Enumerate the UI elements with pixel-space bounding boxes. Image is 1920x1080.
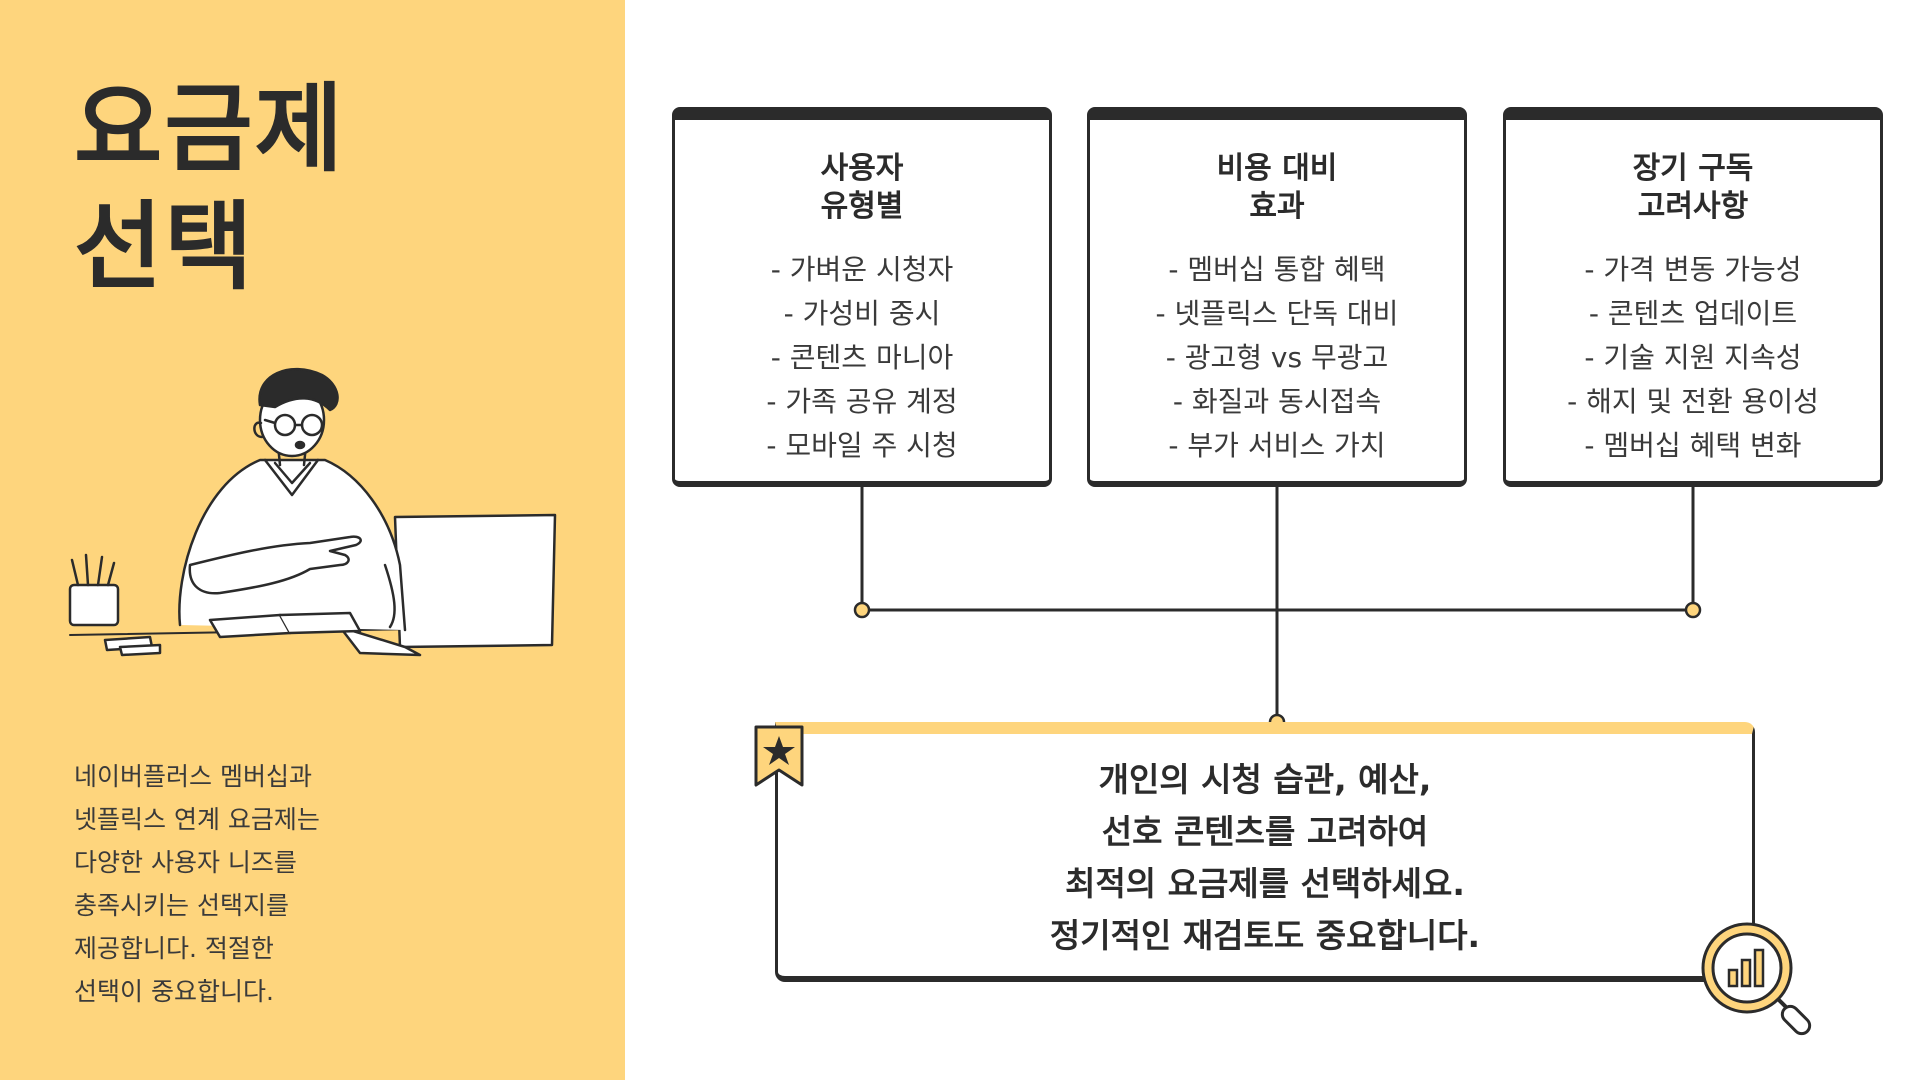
- card-item: - 부가 서비스 가치: [1168, 429, 1386, 462]
- star-bookmark-icon: [754, 725, 804, 787]
- description-line: 선택이 중요합니다.: [74, 977, 274, 1006]
- card-title-line: 고려사항: [1637, 189, 1749, 224]
- card-item: - 광고형 vs 무광고: [1165, 341, 1389, 374]
- summary-line: 최적의 요금제를 선택하세요.: [1065, 864, 1465, 903]
- card-title-line: 유형별: [820, 189, 904, 224]
- card-item: - 화질과 동시접속: [1172, 385, 1382, 418]
- description: 네이버플러스 멤버십과 넷플릭스 연계 요금제는 다양한 사용자 니즈를 충족시…: [74, 755, 454, 1013]
- card-title-line: 장기 구독: [1632, 151, 1754, 186]
- card-item: - 넷플릭스 단독 대비: [1155, 297, 1399, 330]
- card-item: - 콘텐츠 업데이트: [1588, 297, 1798, 330]
- card-item: - 가벼운 시청자: [770, 253, 954, 286]
- card-item-list: - 가격 변동 가능성 - 콘텐츠 업데이트 - 기술 지원 지속성 - 해지 …: [1506, 248, 1880, 468]
- card-title-line: 효과: [1249, 189, 1305, 224]
- card-title-line: 비용 대비: [1216, 151, 1338, 186]
- left-panel: 요금제 선택: [0, 0, 625, 1080]
- card-item: - 모바일 주 시청: [766, 429, 958, 462]
- description-line: 제공합니다. 적절한: [74, 934, 274, 963]
- card-item: - 해지 및 전환 용이성: [1567, 385, 1819, 418]
- man-at-laptop-illustration: [68, 367, 557, 657]
- connector-node: [853, 601, 871, 619]
- summary-text: 개인의 시청 습관, 예산, 선호 콘텐츠를 고려하여 최적의 요금제를 선택하…: [778, 754, 1752, 962]
- card-title-line: 사용자: [820, 151, 904, 186]
- card-item-list: - 가벼운 시청자 - 가성비 중시 - 콘텐츠 마니아 - 가족 공유 계정 …: [675, 248, 1049, 468]
- summary-line: 정기적인 재검토도 중요합니다.: [1049, 916, 1481, 955]
- card-item: - 기술 지원 지속성: [1584, 341, 1802, 374]
- card-item: - 가격 변동 가능성: [1584, 253, 1802, 286]
- card-item: - 가족 공유 계정: [766, 385, 958, 418]
- card-item: - 멤버십 혜택 변화: [1584, 429, 1802, 462]
- card-title: 사용자 유형별: [675, 150, 1049, 226]
- description-line: 충족시키는 선택지를: [74, 891, 289, 920]
- description-line: 네이버플러스 멤버십과: [74, 762, 312, 791]
- chart-magnifier-icon: [1701, 922, 1812, 1036]
- card-cost-effectiveness: 비용 대비 효과 - 멤버십 통합 혜택 - 넷플릭스 단독 대비 - 광고형 …: [1087, 107, 1467, 487]
- card-user-type: 사용자 유형별 - 가벼운 시청자 - 가성비 중시 - 콘텐츠 마니아 - 가…: [672, 107, 1052, 487]
- description-line: 다양한 사용자 니즈를: [74, 848, 297, 877]
- summary-line: 선호 콘텐츠를 고려하여: [1101, 812, 1429, 851]
- card-item: - 콘텐츠 마니아: [770, 341, 954, 374]
- page-title-line: 요금제: [74, 73, 345, 185]
- card-item: - 멤버십 통합 혜택: [1168, 253, 1386, 286]
- card-title: 장기 구독 고려사항: [1506, 150, 1880, 226]
- card-title: 비용 대비 효과: [1090, 150, 1464, 226]
- card-long-term: 장기 구독 고려사항 - 가격 변동 가능성 - 콘텐츠 업데이트 - 기술 지…: [1503, 107, 1883, 487]
- description-line: 넷플릭스 연계 요금제는: [74, 805, 320, 834]
- card-item: - 가성비 중시: [783, 297, 941, 330]
- card-item-list: - 멤버십 통합 혜택 - 넷플릭스 단독 대비 - 광고형 vs 무광고 - …: [1090, 248, 1464, 468]
- summary-line: 개인의 시청 습관, 예산,: [1098, 760, 1432, 799]
- page-title-line: 선택: [74, 191, 255, 303]
- connector-node: [1684, 601, 1702, 619]
- page-title: 요금제 선택: [74, 70, 554, 306]
- summary-box: 개인의 시청 습관, 예산, 선호 콘텐츠를 고려하여 최적의 요금제를 선택하…: [775, 722, 1755, 982]
